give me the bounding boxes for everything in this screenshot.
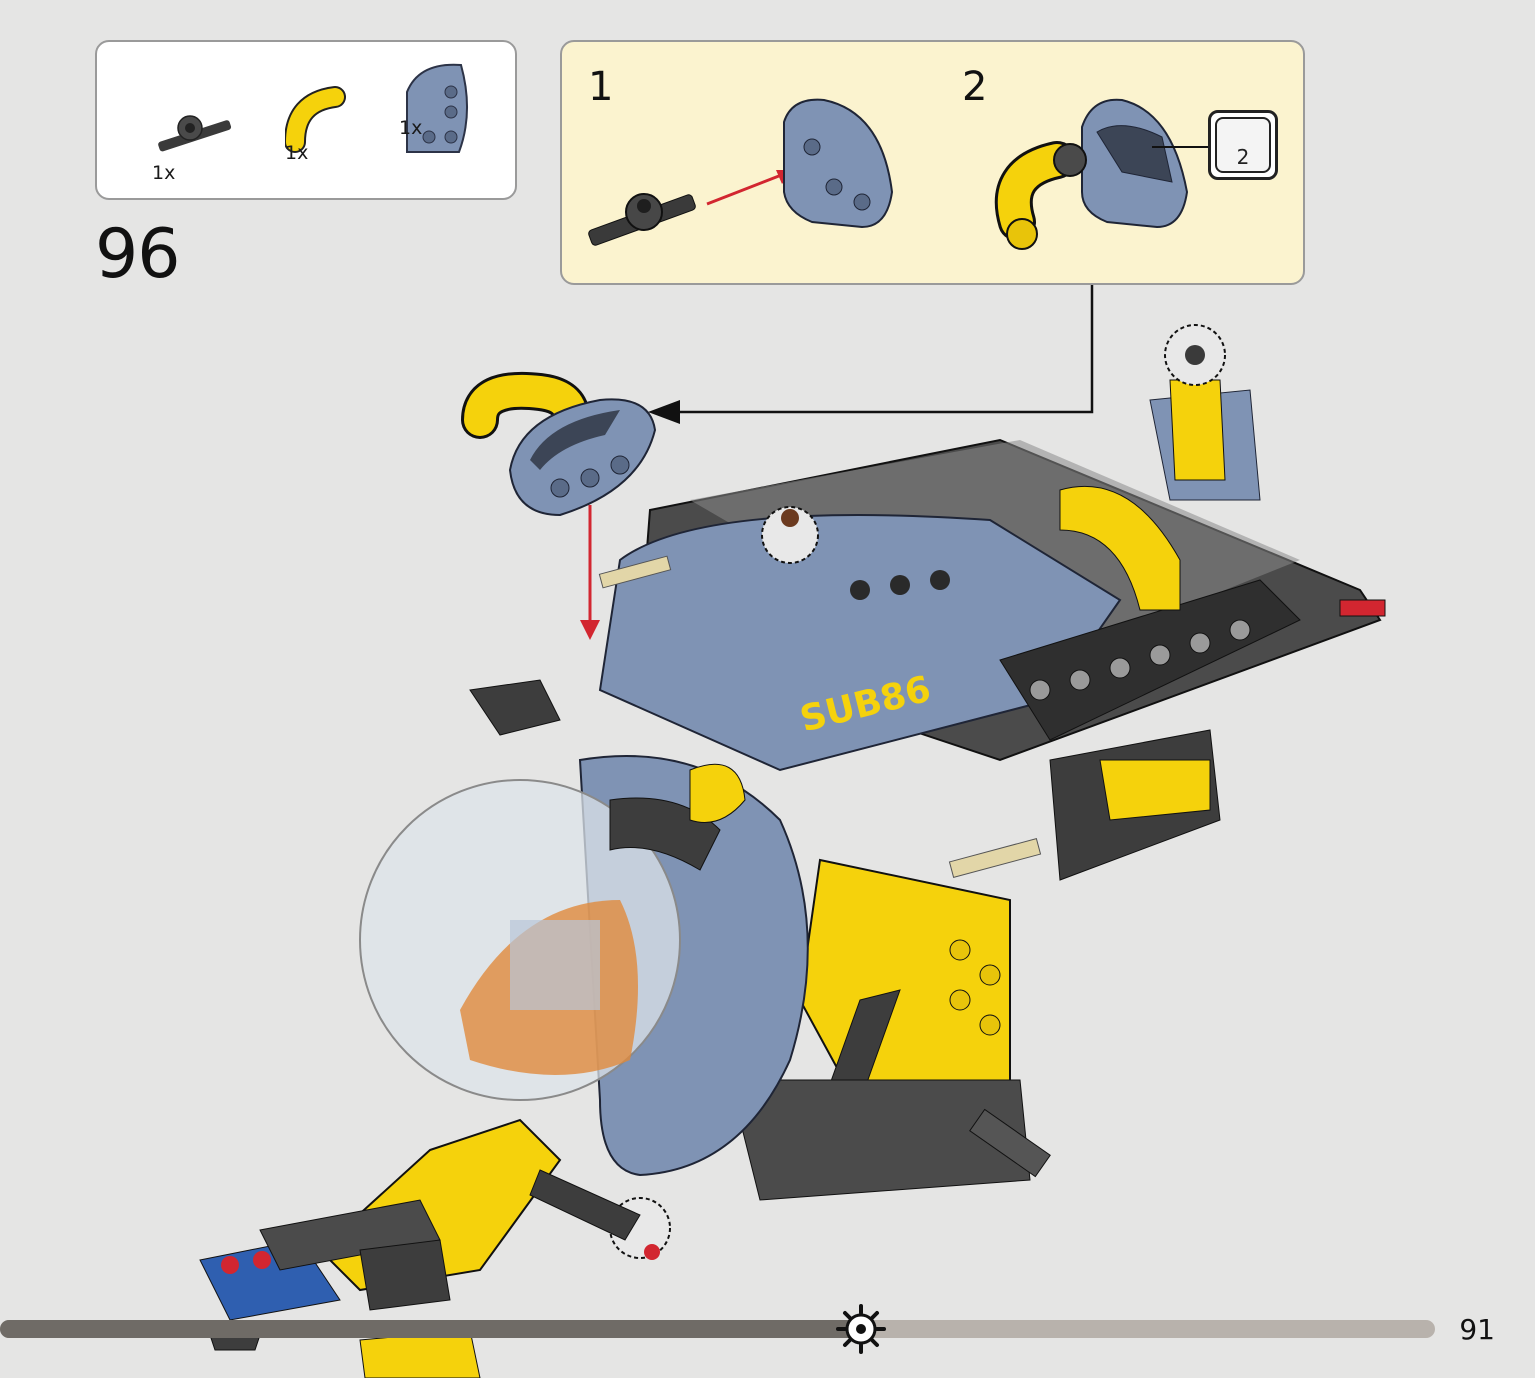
blue-curved-beam-icon <box>783 98 894 229</box>
incoming-part-icon <box>461 371 657 517</box>
parts-list-box: 1x 1x 1x <box>95 40 517 200</box>
arrow-head-icon <box>648 400 680 424</box>
sub-assembly-box: 1 2 2 <box>560 40 1305 285</box>
submarine-frame: SUB86 <box>598 379 1386 881</box>
manipulator-arm <box>199 1118 641 1378</box>
progress-bar-fill <box>0 1320 861 1338</box>
axle-pin-connector-icon <box>158 115 232 152</box>
sticker-number: 2 <box>1236 145 1250 169</box>
curved-yellow-connector-icon <box>285 86 346 153</box>
part-blue-beam: 1x <box>399 57 509 157</box>
part-quantity: 1x <box>152 162 176 184</box>
blue-curved-beam-icon <box>406 63 468 153</box>
substep-number: 1 <box>588 64 614 110</box>
page-number: 91 <box>1459 1313 1495 1346</box>
sticker-icon <box>1215 117 1271 173</box>
step-number: 96 <box>95 215 181 294</box>
cockpit-hull <box>359 679 809 1177</box>
callout-leader-line <box>660 285 1094 414</box>
sticker-callout: 2 <box>1208 110 1278 180</box>
yellow-support-structure <box>729 858 1051 1201</box>
gear-icon <box>836 1304 886 1354</box>
progress-bar <box>0 1320 1435 1338</box>
part-yellow-connector: 1x <box>285 82 395 182</box>
part-quantity: 1x <box>399 117 423 139</box>
part-axle-pin: 1x <box>152 102 262 202</box>
axle-pin-connector-icon <box>588 193 696 246</box>
part-quantity: 1x <box>285 142 309 164</box>
insert-arrow-head-icon <box>580 620 600 640</box>
assembled-connector-icon <box>994 98 1208 250</box>
substep-number: 2 <box>962 64 988 110</box>
sub-assembly-illustration <box>588 98 1208 250</box>
